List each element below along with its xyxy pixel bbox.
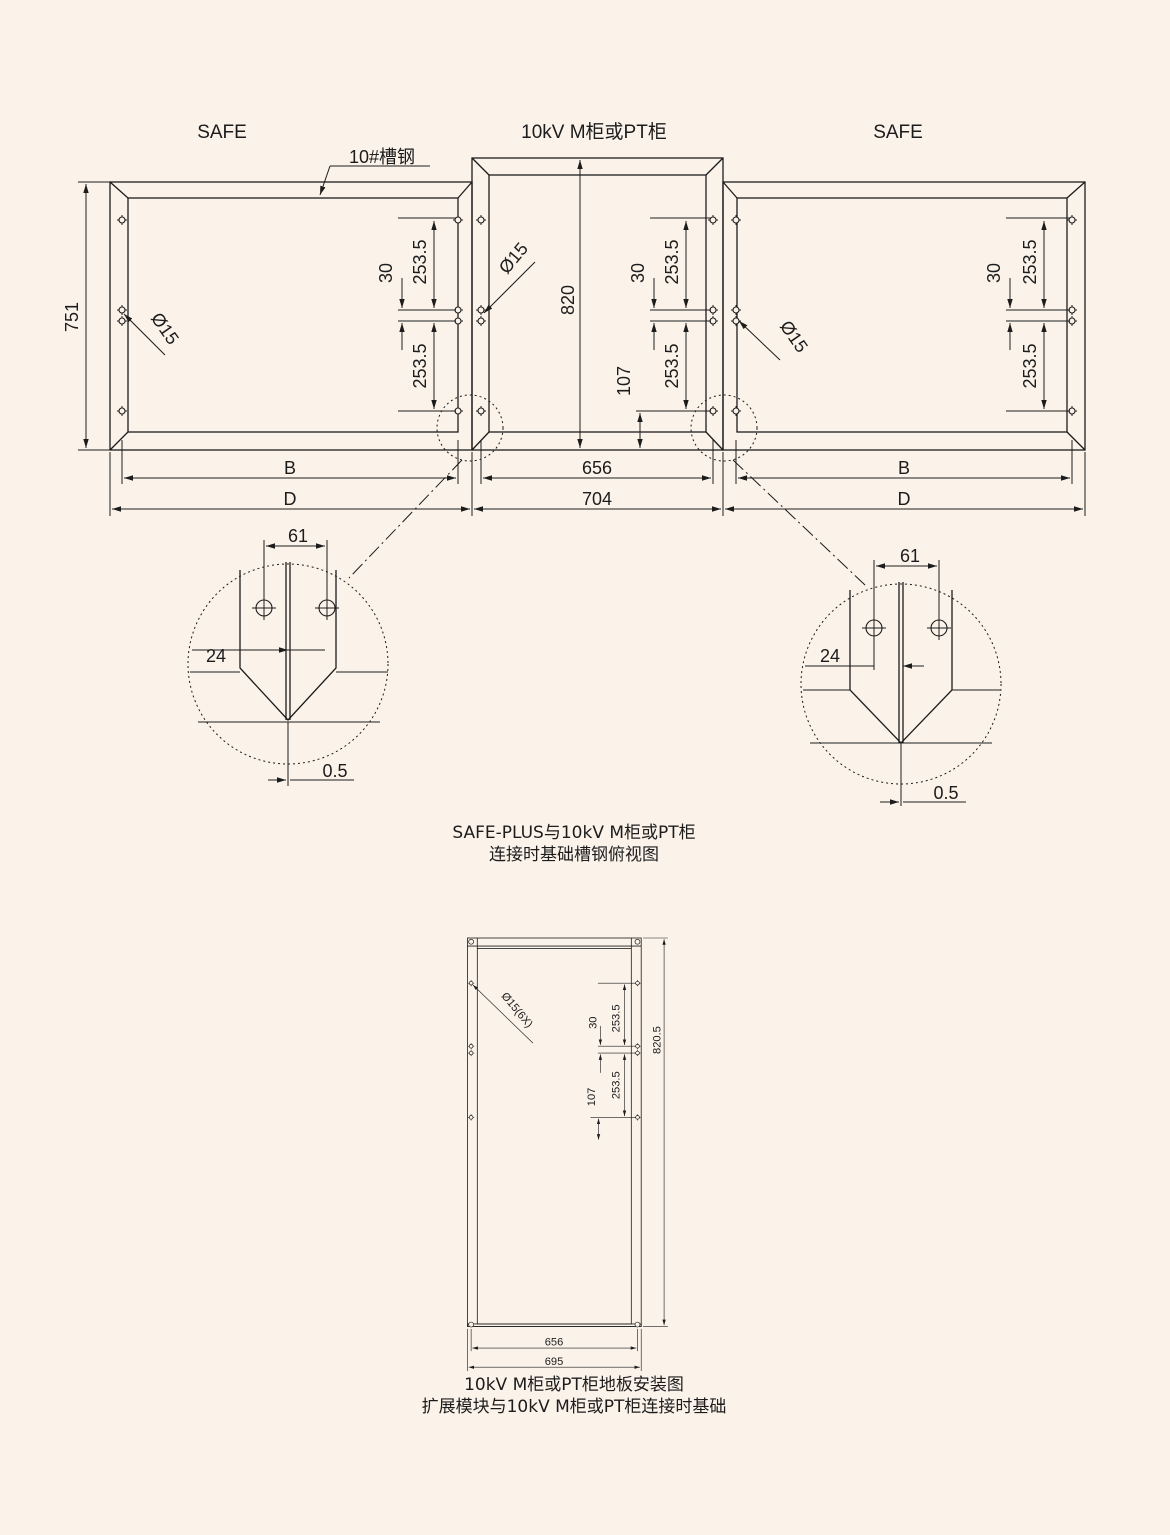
dim-phi15-center: Ø15 [495,239,532,278]
caption-bottom-line2: 扩展模块与10kV M柜或PT柜连接时基础 [422,1397,727,1417]
safe-right-label: SAFE [873,122,923,143]
channel-steel-label: 10#槽钢 [349,147,415,167]
dim-30: 30 [628,263,648,283]
dim-704: 704 [582,489,612,509]
dim-253-5: 253.5 [662,343,682,388]
detail-callout-left [436,394,504,462]
dim-820-5: 820.5 [651,1026,663,1054]
dim-820: 820 [558,285,578,315]
hole-spacing-left: 253.5 253.5 30 [376,217,456,412]
dim-B-left: B [284,458,296,478]
bottom-plan-view: Ø15(6X) 253.5 253.5 30 107 820.5 656 695 [467,937,668,1371]
detail-callout-right [690,394,758,462]
dim-phi15-right: Ø15 [776,317,812,356]
dim-253-5: 253.5 [1020,239,1040,284]
dim-0-5-right: 0.5 [933,783,958,803]
detail-view-left: 61 24 0.5 [187,526,389,786]
dim-656-bottom: 656 [545,1337,564,1349]
hole-spacing-center: 253.5 253.5 30 107 [614,217,711,448]
center-cabinet-frame [471,157,724,451]
dim-61-left: 61 [288,526,308,546]
caption-top-line1: SAFE-PLUS与10kV M柜或PT柜 [452,823,695,843]
dim-24-left: 24 [206,646,226,666]
dim-253-5: 253.5 [410,343,430,388]
dim-30: 30 [376,263,396,283]
safe-right-frame [722,181,1086,451]
dim-D-right: D [898,489,911,509]
dim-phi15-6x: Ø15(6X) [499,990,535,1030]
dim-253-5: 253.5 [611,1071,623,1099]
dim-107: 107 [614,366,634,396]
safe-left-label: SAFE [197,122,247,143]
hole-spacing-right: 253.5 253.5 30 [984,217,1070,412]
dim-253-5: 253.5 [410,239,430,284]
caption-top-line2: 连接时基础槽钢俯视图 [489,845,659,865]
dim-751: 751 [62,302,82,332]
dim-30: 30 [588,1017,600,1029]
mounting-holes-top [117,215,1077,416]
dim-253-5: 253.5 [1020,343,1040,388]
dim-30: 30 [984,263,1004,283]
dim-B-right: B [898,458,910,478]
dim-253-5: 253.5 [611,1004,623,1032]
dim-253-5: 253.5 [662,239,682,284]
detail-view-right: 61 24 0.5 [800,546,1002,806]
caption-bottom-line1: 10kV M柜或PT柜地板安装图 [464,1375,684,1395]
dim-0-5-left: 0.5 [322,761,347,781]
dim-107: 107 [586,1088,598,1107]
center-cabinet-label: 10kV M柜或PT柜 [521,121,667,143]
top-plan-view: SAFE 10kV M柜或PT柜 SAFE 10#槽钢 [62,121,1086,587]
dim-61-right: 61 [900,546,920,566]
dim-24-right: 24 [820,646,840,666]
dim-656-top: 656 [582,458,612,478]
dim-695: 695 [545,1356,564,1368]
dim-D-left: D [284,489,297,509]
